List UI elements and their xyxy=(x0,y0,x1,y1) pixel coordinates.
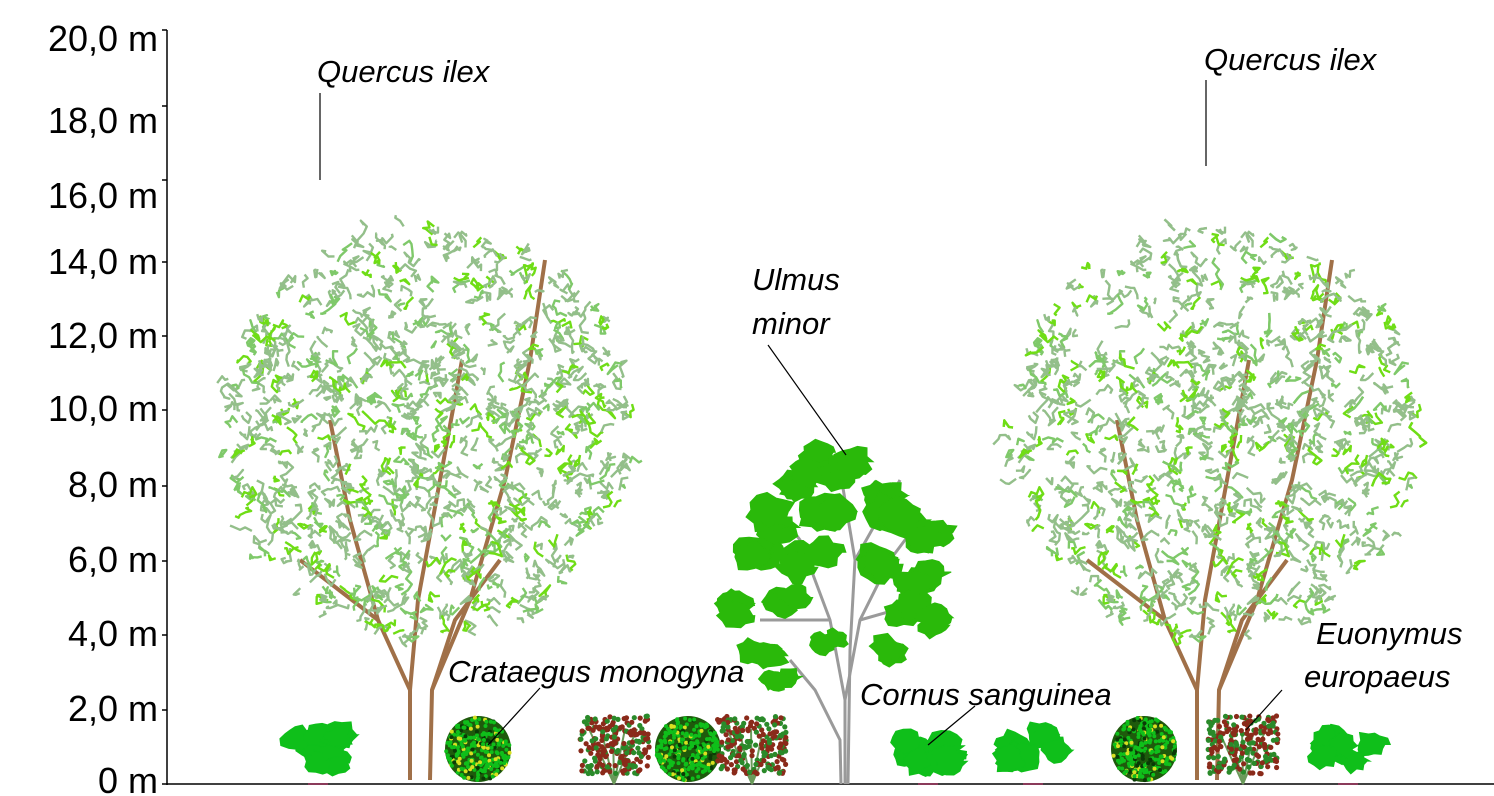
label-cornus: Cornus sanguinea xyxy=(860,677,1112,712)
label-crataegus: Crataegus monogyna xyxy=(448,654,744,689)
label-ulmus-line2: minor xyxy=(752,306,831,341)
shrub-cornus xyxy=(891,729,968,784)
label-ulmus-line1: Ulmus xyxy=(752,262,840,297)
tick-label-8: 8,0 m xyxy=(68,464,158,505)
tick-label-14: 14,0 m xyxy=(48,241,158,282)
label-euonymus-line2: europaeus xyxy=(1304,659,1451,694)
tick-label-4: 4,0 m xyxy=(68,613,158,654)
tick-label-10: 10,0 m xyxy=(48,388,158,429)
tick-label-2: 2,0 m xyxy=(68,688,158,729)
shrub-crataegus xyxy=(444,716,511,782)
label-euonymus-line1: Euonymus xyxy=(1316,616,1462,651)
shrub-cornus xyxy=(280,722,359,784)
tick-label-6: 6,0 m xyxy=(68,539,158,580)
leader-crataegus xyxy=(488,688,540,745)
label-quercus-right: Quercus ilex xyxy=(1204,42,1378,77)
height-scale: 0 m 2,0 m 4,0 m 6,0 m 8,0 m 10,0 m 12,0 … xyxy=(48,18,167,796)
label-quercus-left: Quercus ilex xyxy=(317,54,491,89)
tick-label-0: 0 m xyxy=(98,760,158,796)
quercus-ilex-left-crown xyxy=(217,215,642,646)
shrub-crataegus xyxy=(655,716,721,782)
tick-label-20: 20,0 m xyxy=(48,18,158,59)
shrub-row xyxy=(280,713,1390,784)
shrub-euonymus xyxy=(715,714,789,784)
leader-ulmus xyxy=(768,345,846,455)
tick-label-18: 18,0 m xyxy=(48,100,158,141)
shrub-euonymus xyxy=(578,714,652,785)
leader-lines xyxy=(320,80,1282,745)
shrub-cornus xyxy=(1308,724,1391,784)
tick-label-12: 12,0 m xyxy=(48,315,158,356)
scale-tick-labels: 0 m 2,0 m 4,0 m 6,0 m 8,0 m 10,0 m 12,0 … xyxy=(48,18,158,796)
tick-label-16: 16,0 m xyxy=(48,175,158,216)
shrub-cornus xyxy=(993,722,1074,784)
shrub-crataegus xyxy=(1111,716,1177,782)
